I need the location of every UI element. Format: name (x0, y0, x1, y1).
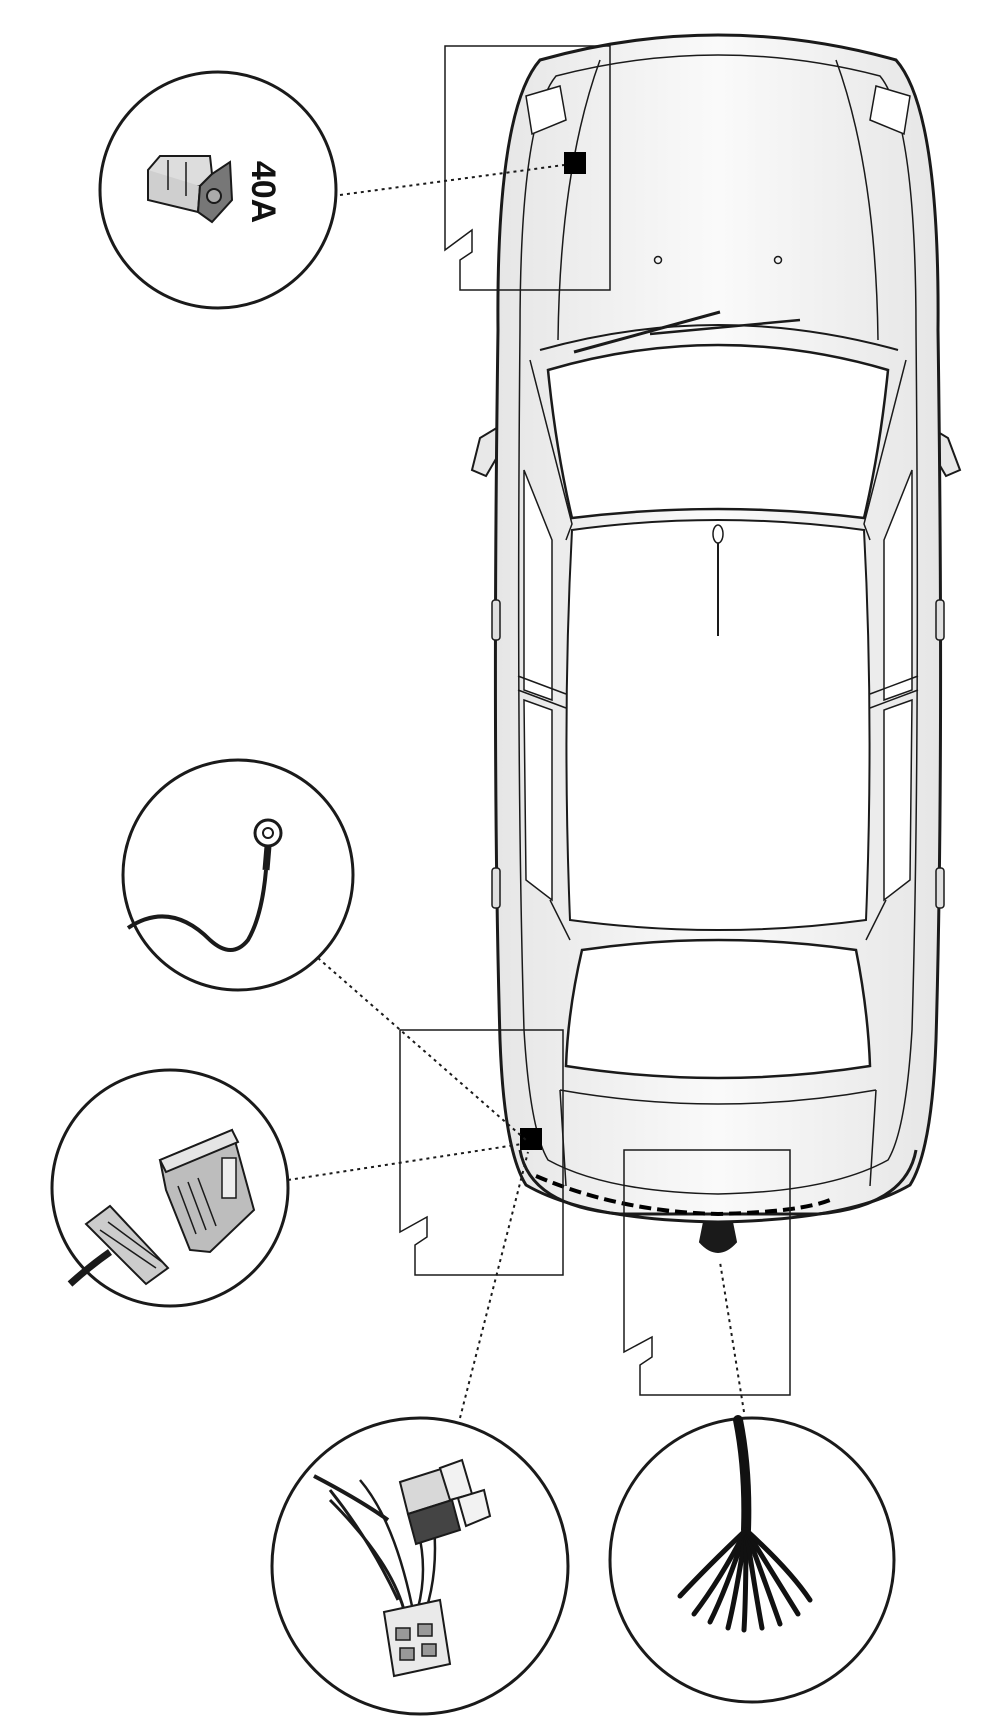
callout-fuse: 40A (98, 70, 338, 310)
right-headlight (869, 85, 911, 136)
side-window-left-front (523, 469, 553, 702)
hood-crease-right (835, 59, 879, 341)
ring-terminal-icon (126, 818, 283, 952)
leader-lines (287, 164, 745, 1419)
install-area-frames (399, 45, 791, 1396)
cowl-line (539, 324, 899, 351)
trunk-lid (559, 1089, 877, 1105)
roof-panel (565, 519, 871, 931)
hood-crease-left (557, 59, 601, 341)
leader-ground-ring (317, 957, 527, 1141)
callout-ground-ring (121, 758, 355, 992)
trunk-line-right (869, 1089, 877, 1187)
pigtail-harness-icon (313, 1458, 492, 1678)
rear-center-area-frame (623, 1149, 791, 1396)
washer-jet-right (773, 255, 783, 265)
wiper-right (649, 318, 801, 336)
door-handle-right-rear (935, 867, 945, 909)
b-pillar-right (869, 675, 919, 709)
callout-wire-bundle (608, 1415, 896, 1704)
tow-socket (698, 1221, 738, 1253)
front-fuse-area-frame (444, 45, 611, 291)
body-shoulder-line (517, 54, 919, 1195)
callout-multipin (50, 1068, 290, 1308)
washer-jet-left (653, 255, 663, 265)
rear-left-area-frame (399, 1029, 564, 1276)
fuse-40a-icon (146, 155, 234, 224)
c-pillar-left (549, 899, 571, 941)
fuse-rating-label: 40A (244, 161, 282, 223)
rear-left-location-marker (520, 1128, 542, 1150)
rear-window (564, 938, 872, 1080)
leader-multipin (287, 1143, 523, 1181)
wire-bundle-icon (677, 1415, 813, 1633)
car-top-view (470, 33, 962, 1253)
leader-fuse (339, 164, 565, 196)
fuse-location-marker (564, 152, 586, 174)
leader-pigtail (459, 1151, 529, 1419)
door-handle-left-rear (491, 867, 501, 909)
leader-wire-bundle (719, 1261, 745, 1413)
rear-wiring-route (535, 1174, 831, 1217)
callout-ground-ring-circle (121, 758, 355, 992)
wiper-left (573, 310, 721, 354)
a-pillar-right (863, 359, 907, 541)
door-handle-left-front (491, 599, 501, 641)
side-window-right-front (883, 469, 913, 702)
callout-pigtail (270, 1416, 570, 1716)
side-window-right-rear (883, 698, 913, 902)
pigtail-plug (382, 1598, 452, 1678)
b-pillar-left (517, 675, 567, 709)
windshield (546, 343, 890, 520)
left-headlight (525, 85, 567, 136)
a-pillar-left (529, 359, 573, 541)
door-handle-right-front (935, 599, 945, 641)
side-window-left-rear (523, 698, 553, 902)
pigtail-relay-block (398, 1458, 492, 1546)
multipin-connector-icon (67, 1128, 256, 1287)
c-pillar-right (865, 899, 887, 941)
